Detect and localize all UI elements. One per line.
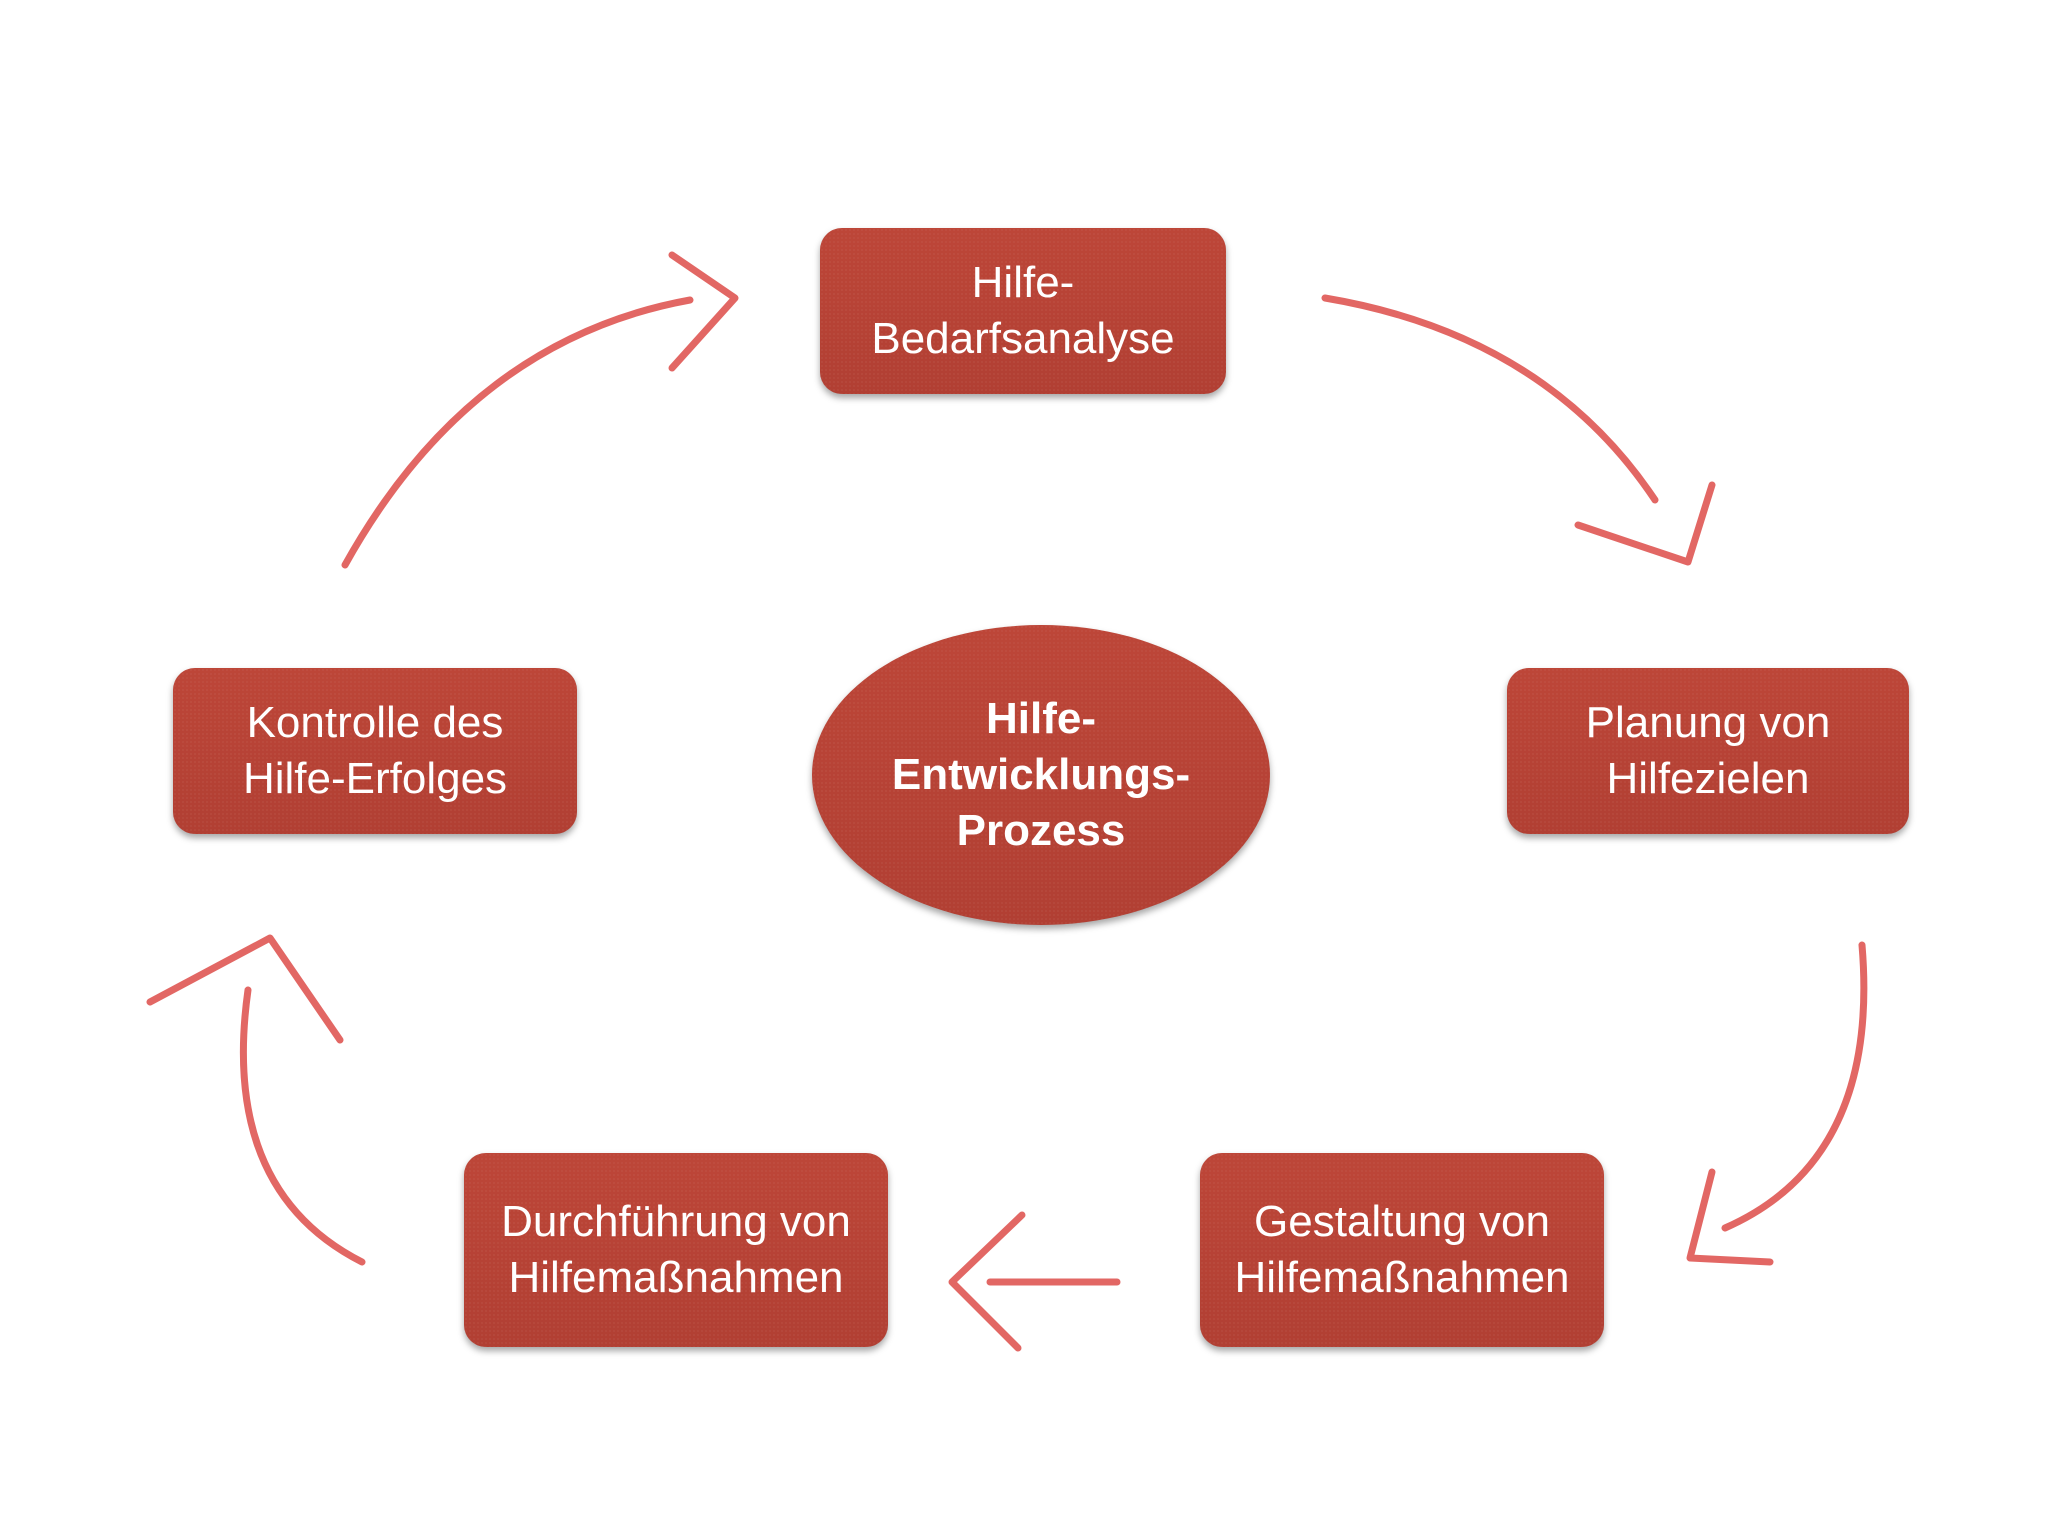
step-bedarfsanalyse-box: Hilfe- Bedarfsanalyse [820, 228, 1226, 394]
arrow-kontrolle-to-bedarfsanalyse [341, 251, 739, 569]
step-gestaltung-line-1: Gestaltung von [1254, 1197, 1550, 1246]
step-kontrolle-box: Kontrolle des Hilfe-Erfolges [173, 668, 577, 834]
center-line-1: Hilfe- [986, 694, 1096, 743]
arrow-planung-to-gestaltung [1686, 941, 1868, 1266]
center-ellipse: Hilfe- Entwicklungs- Prozess [812, 625, 1270, 925]
step-durchfuehrung-box: Durchführung von Hilfemaßnahmen [464, 1153, 888, 1347]
step-kontrolle-line-2: Hilfe-Erfolges [242, 754, 508, 803]
step-kontrolle-line-1: Kontrolle des [246, 698, 504, 747]
arrow-gestaltung-to-durchfuehrung [948, 1211, 1121, 1352]
step-gestaltung-line-2: Hilfemaßnahmen [1234, 1253, 1570, 1302]
step-bedarfsanalyse-line-2: Bedarfsanalyse [871, 314, 1175, 363]
arrow-bedarfsanalyse-to-planung [1321, 294, 1716, 566]
step-planung-line-1: Planung von [1585, 698, 1831, 747]
arrow-durchfuehrung-to-kontrolle [146, 934, 366, 1266]
step-durchfuehrung-line-2: Hilfemaßnahmen [508, 1253, 844, 1302]
step-planung-line-2: Hilfezielen [1606, 754, 1810, 803]
step-bedarfsanalyse-line-1: Hilfe- [971, 258, 1075, 307]
step-durchfuehrung-line-1: Durchführung von [501, 1197, 851, 1246]
step-planung-box: Planung von Hilfezielen [1507, 668, 1909, 834]
center-line-2: Entwicklungs- [891, 750, 1191, 799]
center-line-3: Prozess [956, 806, 1126, 855]
step-gestaltung-box: Gestaltung von Hilfemaßnahmen [1200, 1153, 1604, 1347]
